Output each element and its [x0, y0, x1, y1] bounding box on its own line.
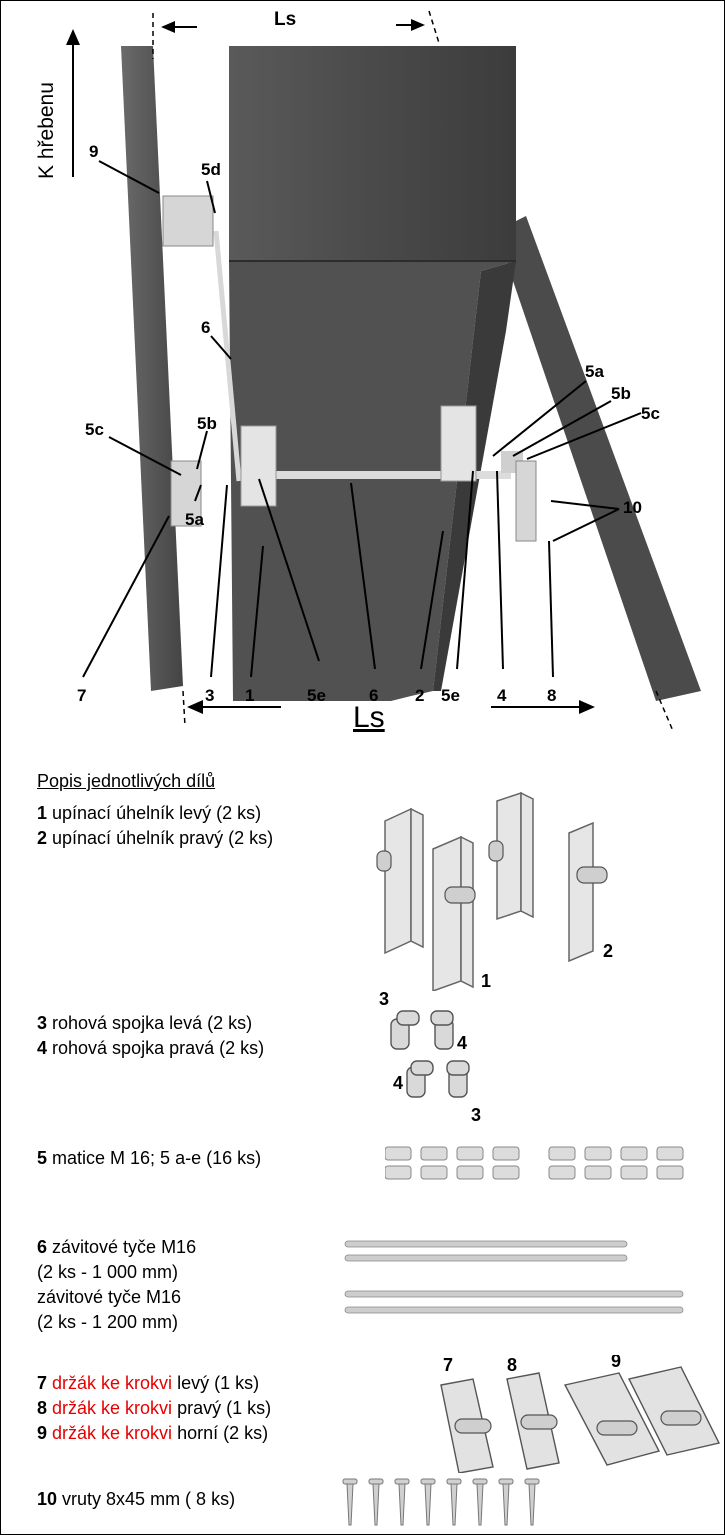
callout-10: 10 [623, 498, 642, 517]
callout-5b-right: 5b [611, 384, 631, 403]
parts-list-title: Popis jednotlivých dílů [37, 771, 216, 791]
callout-5a-left: 5a [185, 510, 204, 529]
installation-photo [66, 10, 701, 732]
callout-5a-right: 5a [585, 362, 604, 381]
callout-5c-left: 5c [85, 420, 104, 439]
ls-dimension-top: Ls [274, 9, 297, 30]
callout-9: 9 [89, 142, 99, 161]
angle-right-label: 2 [603, 941, 613, 961]
callout-7: 7 [77, 686, 87, 705]
part-1: 1 upínací úhelník levý (2 ks) [37, 803, 262, 823]
part-3: 3 rohová spojka levá (2 ks) [37, 1013, 253, 1033]
connector-4-label-a: 4 [457, 1033, 467, 1053]
callout-5e-right: 5e [441, 686, 460, 705]
angle-left-label: 1 [481, 971, 491, 991]
callout-5e-left: 5e [307, 686, 326, 705]
part-9: 9 držák ke krokvi horní (2 ks) [37, 1423, 269, 1443]
holder-8-label: 8 [507, 1355, 517, 1375]
part-4: 4 rohová spojka pravá (2 ks) [37, 1038, 265, 1058]
part-6-name-2: závitové tyče M16 [37, 1287, 182, 1307]
corner-connectors-illustration: 3 4 4 3 [379, 989, 481, 1124]
part-10: 10 vruty 8x45 mm ( 8 ks) [37, 1489, 236, 1509]
connector-4-label-b: 4 [393, 1073, 403, 1093]
part-2: 2 upínací úhelník pravý (2 ks) [37, 828, 274, 848]
rafter-holders-illustration: 7 8 9 [440, 1355, 721, 1473]
angle-brackets-illustration: 1 2 [376, 791, 613, 991]
part-8: 8 držák ke krokvi pravý (1 ks) [37, 1398, 272, 1418]
callout-8: 8 [547, 686, 557, 705]
ridge-direction-label: K hřebenu [35, 82, 58, 179]
callout-5c-right: 5c [641, 404, 660, 423]
callout-6-vertical: 6 [201, 318, 211, 337]
nuts-illustration [385, 1146, 684, 1180]
part-6-length-1: (2 ks - 1 000 mm) [37, 1262, 179, 1282]
callout-5d: 5d [201, 160, 221, 179]
connector-3-label-a: 3 [379, 989, 389, 1009]
left-rafter [121, 46, 183, 691]
holder-7-label: 7 [443, 1355, 453, 1375]
callout-5b-left: 5b [197, 414, 217, 433]
part-7: 7 držák ke krokvi levý (1 ks) [37, 1373, 260, 1393]
callout-6-horizontal: 6 [369, 686, 379, 705]
holder-9-label: 9 [611, 1355, 621, 1371]
screws-illustration [342, 1478, 540, 1526]
connector-3-label-b: 3 [471, 1105, 481, 1124]
callout-4: 4 [497, 686, 507, 705]
part-6: 6 závitové tyče M16 [37, 1237, 197, 1257]
part-5: 5 matice M 16; 5 a-e (16 ks) [37, 1148, 262, 1168]
callout-2: 2 [415, 686, 425, 705]
collector-box [229, 46, 516, 261]
part-6-length-2: (2 ks - 1 200 mm) [37, 1312, 179, 1332]
callout-1: 1 [245, 686, 255, 705]
right-rafter [496, 216, 701, 701]
ls-dimension-bottom: Ls [353, 701, 385, 734]
threaded-rods-illustration [344, 1240, 684, 1314]
callout-3: 3 [205, 686, 215, 705]
